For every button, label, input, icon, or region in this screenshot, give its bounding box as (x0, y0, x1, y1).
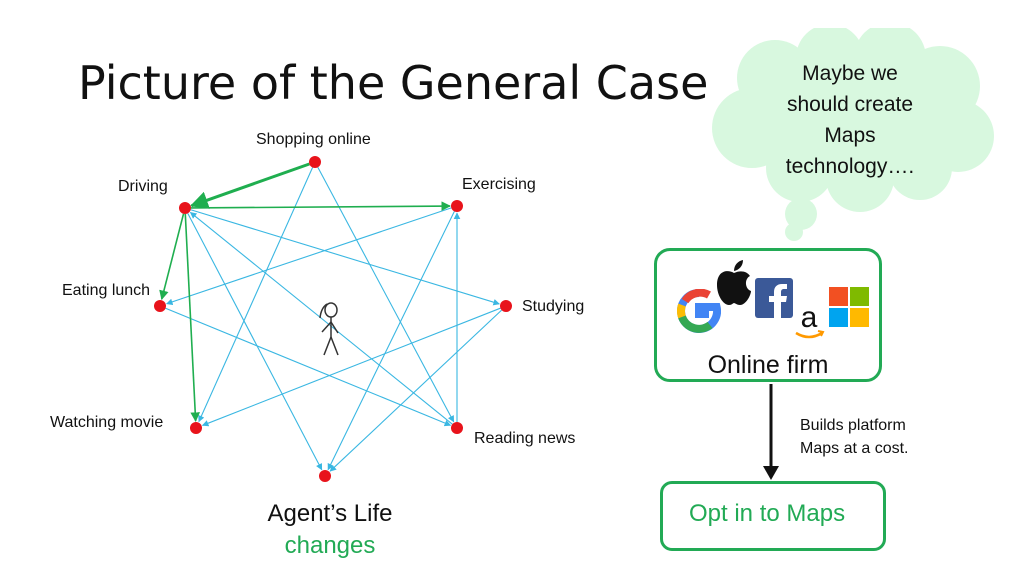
node-shopping (309, 156, 321, 168)
thought-bubble-text: Maybe we should create Maps technology…. (760, 58, 940, 182)
thought-bubble (712, 28, 994, 241)
agent-stick-figure-icon (319, 302, 339, 356)
node-label-reading: Reading news (474, 430, 576, 447)
edge-driving-agent (187, 213, 323, 471)
slide-title: Picture of the General Case (78, 56, 709, 110)
opt-in-box[interactable]: Opt in to Maps (660, 481, 886, 551)
edge-reading-driving (189, 211, 453, 425)
edge-green-driving-movie (184, 213, 201, 422)
edge-green-driving-exercising (190, 201, 451, 211)
note-line: Maps at a cost. (800, 440, 909, 457)
node-label-exercising: Exercising (462, 176, 536, 193)
edge-shopping-movie (198, 167, 314, 423)
apple-logo-icon (717, 260, 751, 305)
bubble-line: should create (786, 93, 914, 116)
microsoft-logo-icon (829, 287, 869, 327)
opt-in-label: Opt in to Maps (689, 500, 846, 527)
edge-exercising-agent (327, 211, 455, 471)
amazon-logo-icon: a (795, 303, 825, 339)
edge-green-shopping-driving (189, 162, 310, 209)
google-logo-icon (677, 289, 721, 333)
bubble-line: Maps (824, 124, 876, 147)
node-lunch (154, 300, 166, 312)
bubble-line: Maybe we (802, 62, 898, 85)
edge-studying-movie (201, 307, 501, 427)
node-label-movie: Watching movie (50, 414, 164, 431)
edge-shopping-reading (317, 167, 455, 423)
edge-exercising-lunch (166, 207, 452, 305)
node-agent (319, 470, 331, 482)
online-firm-label: Online firm (707, 351, 829, 379)
node-reading (451, 422, 463, 434)
edge-studying-agent (329, 309, 503, 472)
builds-platform-note: Builds platform Maps at a cost. (800, 414, 909, 460)
node-label-driving: Driving (118, 178, 168, 195)
node-movie (190, 422, 202, 434)
edge-green-driving-lunch (159, 213, 185, 301)
online-firm-box: a Online firm (654, 248, 882, 382)
node-label-studying: Studying (522, 298, 585, 315)
activity-network (154, 156, 512, 482)
node-studying (500, 300, 512, 312)
edge-driving-studying (190, 209, 500, 306)
node-label-shopping: Shopping online (256, 131, 371, 148)
diagram-caption-changes: changes (284, 532, 376, 559)
edge-lunch-reading (165, 307, 452, 427)
diagram-caption: Agent’s Life (267, 500, 393, 527)
node-label-lunch: Eating lunch (62, 282, 151, 299)
node-driving (179, 202, 191, 214)
node-exercising (451, 200, 463, 212)
down-arrow (763, 384, 779, 480)
svg-text:a: a (801, 303, 818, 334)
note-line: Builds platform (800, 417, 906, 434)
bubble-line: technology…. (785, 155, 915, 178)
facebook-logo-icon (755, 278, 793, 318)
